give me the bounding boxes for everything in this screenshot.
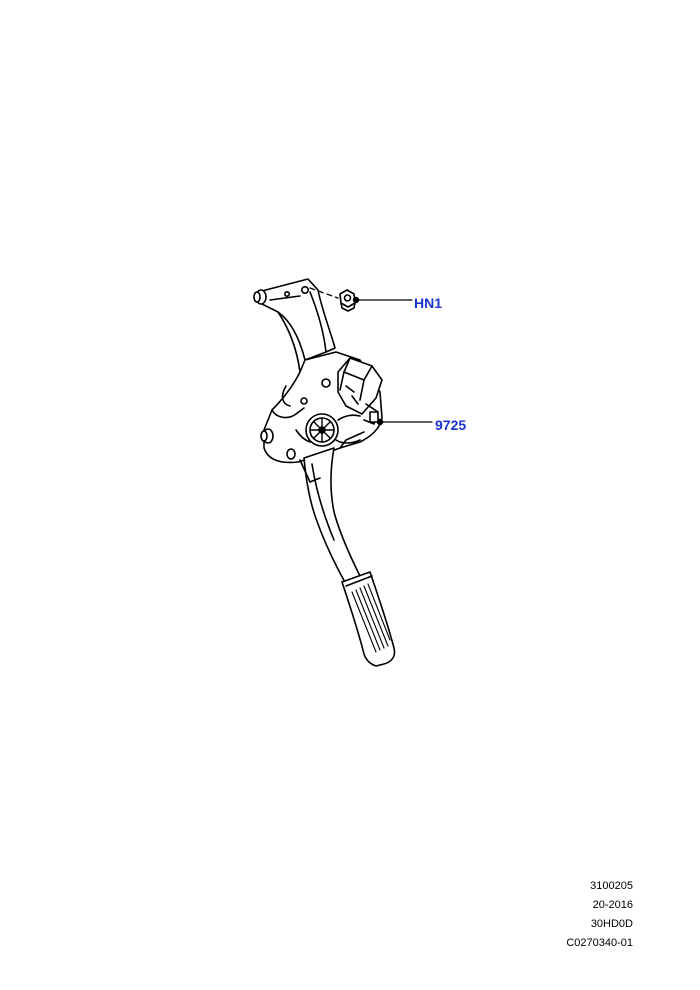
hn1-nut: [339, 289, 356, 312]
leader-line-9725: [376, 418, 433, 426]
pedal-sensor: [305, 413, 361, 447]
pedal-pad: [341, 571, 396, 667]
pedal-arm: [299, 447, 361, 585]
info-line-1: 3100205: [590, 880, 633, 892]
info-line-2: 20-2016: [592, 899, 633, 911]
info-line-3: 30HD0D: [590, 918, 633, 930]
callout-label-hn1[interactable]: HN1: [414, 295, 443, 311]
assembly-guide-line: [309, 287, 339, 299]
callout-label-9725[interactable]: 9725: [435, 417, 467, 433]
mounting-bracket: [253, 278, 336, 373]
electrical-connector: [337, 357, 383, 425]
leader-line-hn1: [352, 296, 413, 304]
info-line-4: C0270340-01: [566, 937, 633, 949]
